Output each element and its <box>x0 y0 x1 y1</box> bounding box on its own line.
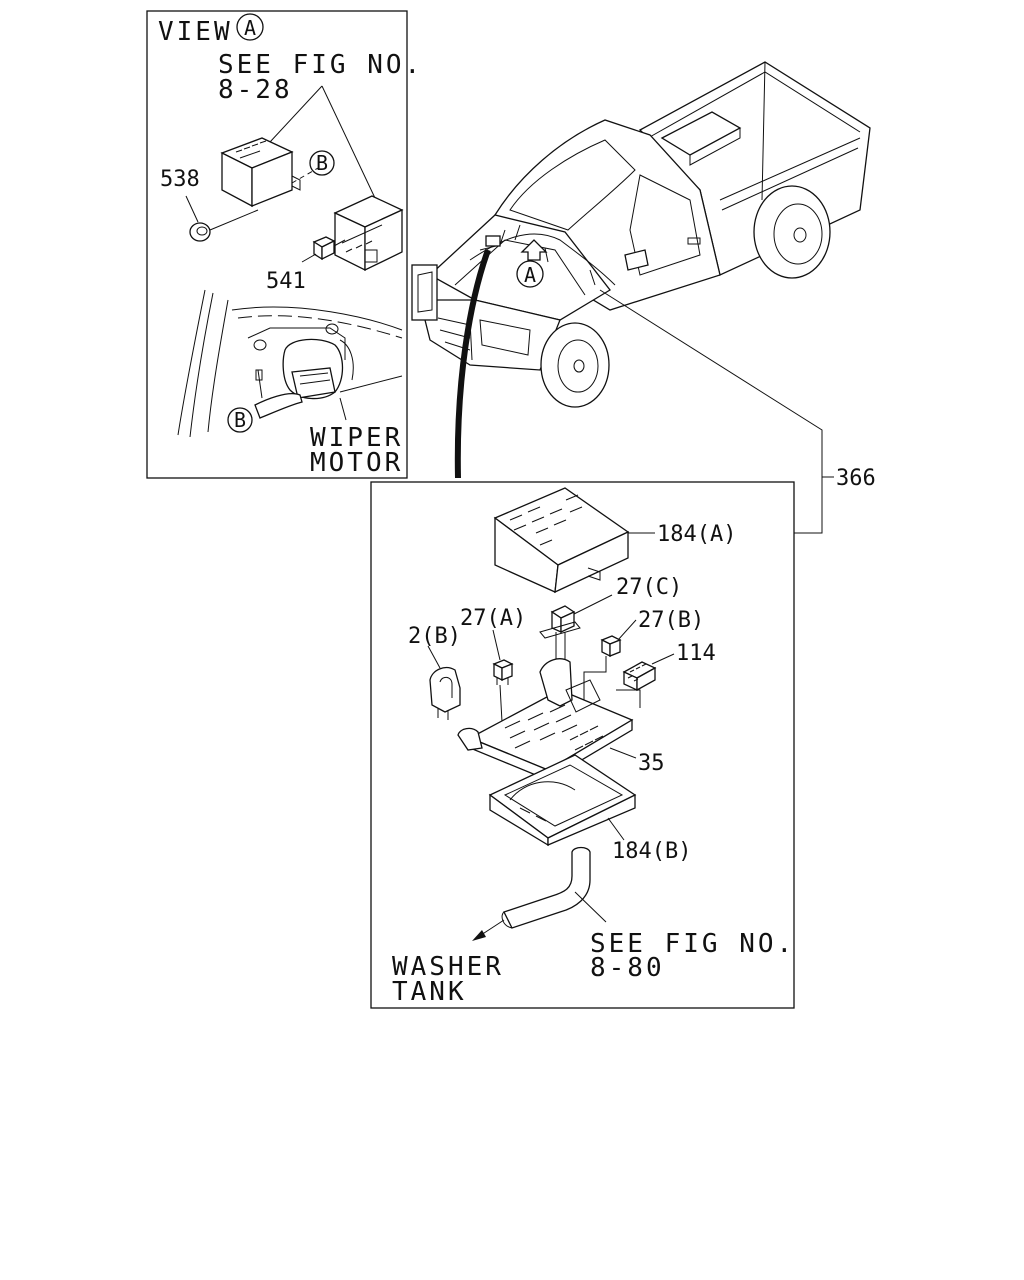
label-27b: 27(B) <box>638 608 704 633</box>
leader-366 <box>599 289 823 534</box>
connector-541 <box>301 236 346 263</box>
view-a-marker: A <box>236 13 264 41</box>
washer-tank-line2: TANK <box>392 977 467 1007</box>
washer-arrowhead <box>472 930 486 941</box>
marker-b-upper: B <box>309 150 335 176</box>
label-2b: 2(B) <box>408 624 461 649</box>
view-a-title: VIEW <box>158 17 233 47</box>
washer-hose <box>501 846 591 929</box>
svg-text:B: B <box>234 408 246 432</box>
see-fig-8-28-line1: SEE FIG NO. <box>218 50 423 80</box>
label-27a: 27(A) <box>460 606 526 631</box>
relay-2b <box>429 666 461 720</box>
wiper-motor-line2: MOTOR <box>310 448 403 478</box>
svg-text:A: A <box>244 16 256 40</box>
see-fig-leader <box>269 85 376 199</box>
leader-538 <box>185 195 199 223</box>
fuse-27a <box>492 659 514 685</box>
fuse-box-frame <box>370 481 795 1009</box>
label-184a: 184(A) <box>657 522 736 547</box>
label-114: 114 <box>676 641 716 666</box>
see-fig-8-80-line1: SEE FIG NO. <box>590 929 795 959</box>
callout-541: 541 <box>266 269 306 294</box>
see-fig-8-28-line2: 8-28 <box>218 75 293 105</box>
wiper-motor-line1: WIPER <box>310 423 403 453</box>
nut-538 <box>189 209 259 242</box>
relay-module-lower <box>333 195 404 272</box>
svg-text:A: A <box>524 263 536 287</box>
label-35: 35 <box>638 751 665 776</box>
view-a-frame <box>146 10 408 479</box>
fuse-27b <box>600 635 622 658</box>
label-27c: 27(C) <box>616 575 682 600</box>
callout-538: 538 <box>160 167 200 192</box>
view-pointer-arrow <box>454 248 491 479</box>
marker-a-truck: A <box>516 260 544 288</box>
marker-b-lower: B <box>227 407 253 433</box>
connector-114 <box>622 661 657 692</box>
fuse-box-cover-184a <box>493 487 630 594</box>
pickup-truck-illustration <box>411 61 871 408</box>
view-a-panel: VIEW A SEE FIG NO. 8-28 B <box>146 10 423 479</box>
wiper-area-sketch <box>177 289 403 438</box>
svg-text:B: B <box>316 151 328 175</box>
fuse-27c <box>539 605 581 639</box>
fuse-box-lower-case-184b <box>488 754 637 847</box>
callout-366: 366 <box>836 466 876 491</box>
washer-tank-line1: WASHER <box>392 952 504 982</box>
fuse-box-panel: 184(A) 27(C) 27(A) 27(B) 114 <box>370 481 795 1009</box>
relay-module-upper <box>220 137 319 208</box>
label-184b: 184(B) <box>612 839 691 864</box>
see-fig-8-80-line2: 8-80 <box>590 953 665 983</box>
fuse-block-35 <box>457 658 634 782</box>
